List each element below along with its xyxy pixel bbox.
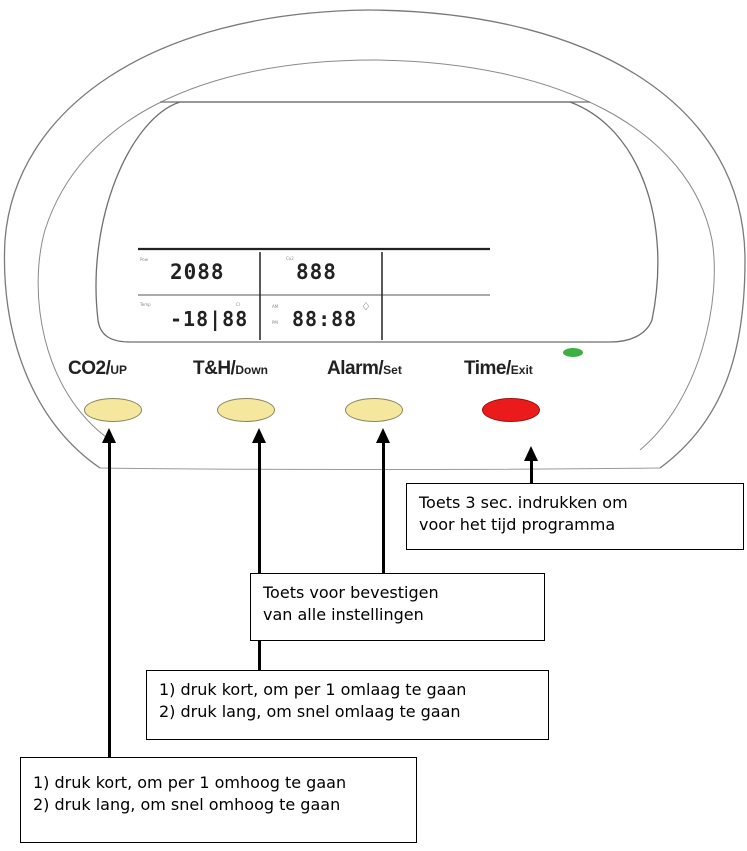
lcd-label-cl: Cl (236, 302, 240, 307)
lcd-co2-value: 2088 (170, 260, 225, 284)
lcd-window (95, 101, 659, 343)
callout-alarm-set: Toets voor bevestigen van alle instellin… (250, 573, 545, 641)
lcd-label-am: AM (272, 304, 279, 309)
callout-down-line-1: 1) druk kort, om per 1 omlaag te gaan (159, 680, 467, 699)
device-outer-shell (3, 9, 746, 469)
arrowhead-up (102, 428, 116, 443)
callout-set-line-2: van alle instellingen (263, 605, 424, 624)
device-bottom-edge (99, 467, 661, 470)
indicator-led (563, 348, 583, 357)
callout-time-exit: Toets 3 sec. indrukken om voor het tijd … (406, 483, 744, 550)
leader-line-up (108, 442, 111, 757)
callout-time-line-1: Toets 3 sec. indrukken om (419, 493, 628, 512)
lcd-clock-value: 88:88 (292, 307, 358, 331)
label-co2-up: CO2/UP (68, 358, 128, 379)
lcd-label-pm: PM (272, 320, 278, 325)
lcd-alarm-value: 888 (296, 260, 337, 284)
callout-up-line-2: 2) druk lang, om snel omhoog te gaan (33, 795, 341, 814)
callout-up-line-1: 1) druk kort, om per 1 omhoog te gaan (33, 773, 347, 792)
callout-th-down: 1) druk kort, om per 1 omlaag te gaan 2)… (146, 670, 549, 740)
lcd-label-temp: Temp (140, 302, 151, 307)
lcd-label-pow: Pow (140, 257, 148, 262)
arrowhead-down (252, 428, 266, 443)
label-th-down: T&H/Down (193, 358, 268, 379)
device-body (3, 9, 746, 470)
alarm-set-button[interactable] (345, 398, 403, 422)
callout-down-line-2: 2) druk lang, om snel omlaag te gaan (159, 702, 461, 721)
leader-line-time (530, 460, 533, 484)
callout-time-line-2: voor het tijd programma (419, 515, 616, 534)
callout-set-line-1: Toets voor bevestigen (263, 583, 439, 602)
label-alarm-set: Alarm/Set (327, 358, 402, 379)
th-down-button[interactable] (217, 398, 275, 422)
co2-up-button[interactable] (84, 398, 142, 422)
leader-line-down (258, 442, 261, 670)
lcd-temp-humidity-value: -18|88 (170, 307, 249, 331)
time-exit-button[interactable] (482, 398, 540, 422)
leader-line-set (382, 442, 385, 574)
arrowhead-time (524, 446, 538, 461)
bell-icon: ♢ (362, 300, 371, 315)
lcd-label-co2: Co2 (286, 256, 294, 261)
device-inner-shell (37, 59, 715, 451)
arrowhead-set (376, 428, 390, 443)
callout-co2-up: 1) druk kort, om per 1 omhoog te gaan 2)… (20, 757, 417, 843)
label-time-exit: Time/Exit (464, 358, 533, 379)
